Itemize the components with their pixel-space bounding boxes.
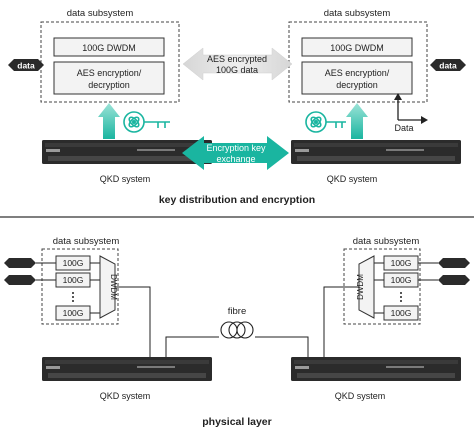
bottom-left-subsystem-frame bbox=[41, 248, 119, 325]
top-right-data-arrow: data bbox=[430, 59, 466, 71]
top-right-qkd-unit bbox=[291, 140, 461, 164]
bottom-right-ellipsis bbox=[400, 292, 402, 302]
key-link-line1: Encryption key bbox=[206, 143, 266, 153]
bottom-right-data-arrow-1 bbox=[418, 258, 470, 268]
top-right-aes-box bbox=[301, 61, 413, 95]
bottom-left-data-arrow-2 bbox=[4, 275, 56, 285]
key-exchange-link-arrow: Encryption key exchange bbox=[182, 136, 289, 170]
top-right-aes-line2: decryption bbox=[336, 80, 378, 90]
fibre-left-segment bbox=[165, 336, 219, 360]
top-right-subsystem-title: data subsystem bbox=[324, 8, 391, 19]
bottom-left-qkd-label: QKD system bbox=[100, 391, 151, 401]
top-right-qkd-label: QKD system bbox=[327, 174, 378, 184]
bottom-left-channel-links bbox=[90, 262, 100, 314]
bottom-left-channel-label-2: 100G bbox=[63, 275, 84, 285]
bottom-left-dwdm-label: DWDM bbox=[109, 274, 118, 300]
top-right-key-up-arrow bbox=[346, 103, 368, 139]
top-right-aes-line1: AES encryption/ bbox=[325, 68, 390, 78]
bottom-right-channel-label-1: 100G bbox=[391, 258, 412, 268]
top-left-data-label: data bbox=[17, 61, 35, 71]
right-key-icon bbox=[305, 111, 346, 133]
key-link-line2: exchange bbox=[216, 154, 255, 164]
right-mux-to-qkd-line bbox=[323, 286, 359, 357]
top-left-dwdm-box bbox=[53, 37, 165, 57]
top-left-data-arrow: data bbox=[8, 59, 44, 71]
left-mux-to-qkd-line bbox=[115, 286, 151, 357]
top-section-title: key distribution and encryption bbox=[159, 194, 315, 206]
bottom-right-channel-label-3: 100G bbox=[391, 308, 412, 318]
top-left-subsystem-title: data subsystem bbox=[67, 8, 134, 19]
aes-link-line1: AES encrypted bbox=[207, 54, 267, 64]
data-axis-icon bbox=[394, 93, 428, 124]
top-left-aes-line2: decryption bbox=[88, 80, 130, 90]
top-right-dwdm-label: 100G DWDM bbox=[330, 43, 384, 53]
bottom-right-subsystem-frame bbox=[343, 248, 421, 325]
bottom-right-subsystem-title: data subsystem bbox=[353, 236, 420, 247]
bottom-left-ellipsis bbox=[72, 292, 74, 302]
bottom-right-dwdm-mux bbox=[358, 255, 375, 319]
bottom-right-channel-label-2: 100G bbox=[391, 275, 412, 285]
top-left-aes-box bbox=[53, 61, 165, 95]
top-right-dwdm-box bbox=[301, 37, 413, 57]
bottom-left-data-arrow-1 bbox=[4, 258, 56, 268]
fibre-coil-icon bbox=[220, 321, 254, 339]
bottom-right-qkd-label: QKD system bbox=[335, 391, 386, 401]
bottom-right-dwdm-label: DWDM bbox=[356, 274, 365, 300]
aes-encrypted-link-arrow: AES encrypted 100G data bbox=[182, 47, 293, 81]
top-left-key-up-arrow bbox=[98, 103, 120, 139]
bottom-left-channel-label-1: 100G bbox=[63, 258, 84, 268]
aes-link-line2: 100G data bbox=[216, 65, 258, 75]
top-left-dwdm-label: 100G DWDM bbox=[82, 43, 136, 53]
top-left-aes-line1: AES encryption/ bbox=[77, 68, 142, 78]
fibre-label: fibre bbox=[228, 306, 246, 317]
bottom-section-title: physical layer bbox=[202, 416, 271, 428]
bottom-left-dwdm-mux bbox=[99, 255, 116, 319]
data-axis-label: Data bbox=[394, 123, 413, 133]
bottom-right-qkd-unit bbox=[291, 357, 461, 381]
fibre-right-segment bbox=[255, 336, 309, 360]
bottom-right-data-arrow-2 bbox=[418, 275, 470, 285]
left-key-icon bbox=[123, 111, 170, 133]
bottom-left-channel-label-3: 100G bbox=[63, 308, 84, 318]
bottom-left-subsystem-title: data subsystem bbox=[53, 236, 120, 247]
top-left-qkd-label: QKD system bbox=[100, 174, 151, 184]
top-right-data-label: data bbox=[439, 61, 457, 71]
bottom-left-qkd-unit bbox=[42, 357, 212, 381]
bottom-right-channel-links bbox=[374, 262, 384, 314]
